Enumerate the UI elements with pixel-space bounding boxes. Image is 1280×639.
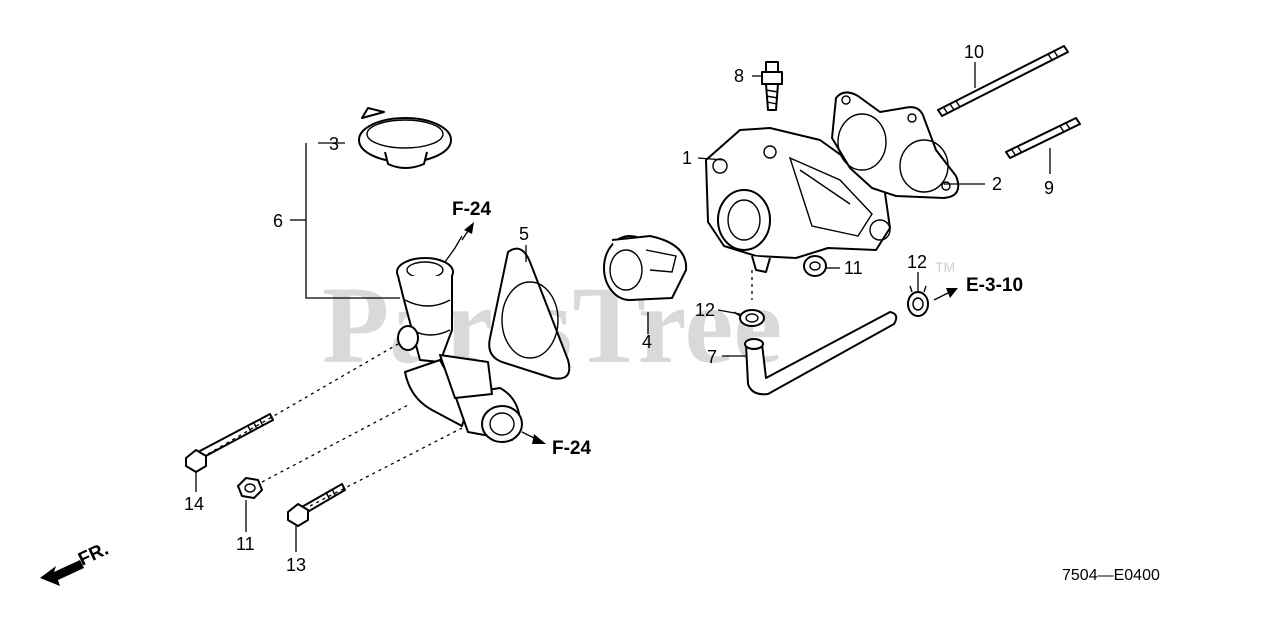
callout-4[interactable]: 4 [642,332,652,352]
callout-11-lower[interactable]: 11 [236,534,255,554]
callout-13[interactable]: 13 [286,555,306,575]
callout-11-upper[interactable]: 11 [844,258,863,278]
callout-12-right[interactable]: 12 [907,252,927,272]
ref-arrow-e310 [933,288,958,301]
ref-label-e310[interactable]: E-3-10 [966,275,1023,296]
part-13-bolt[interactable] [287,483,346,527]
ref-arrow-f24-bottom [521,431,546,444]
part-9-stud[interactable] [1005,117,1081,159]
watermark-trademark: TM [935,259,955,275]
ref-label-f24-top[interactable]: F-24 [452,199,492,220]
part-8-bleed-bolt[interactable] [761,61,783,111]
part-11-nut-upper[interactable] [803,255,827,277]
callout-7[interactable]: 7 [707,347,717,367]
callout-9[interactable]: 9 [1044,178,1054,198]
callout-6[interactable]: 6 [273,211,283,231]
ref-arrow-f24-top [461,222,474,241]
callout-3[interactable]: 3 [329,134,339,154]
part-14-bolt[interactable] [185,413,274,473]
diagram-code: 7504—E0400 [1062,567,1160,584]
front-arrow [40,560,84,586]
callout-8[interactable]: 8 [734,66,744,86]
part-6-filler-neck[interactable] [396,235,523,443]
callout-1[interactable]: 1 [682,148,692,168]
callout-12-left[interactable]: 12 [695,300,715,320]
callout-2[interactable]: 2 [992,174,1002,194]
ref-label-f24-bottom[interactable]: F-24 [552,438,592,459]
leader-lines [195,62,1051,552]
callout-5[interactable]: 5 [519,224,529,244]
callout-10[interactable]: 10 [964,42,984,62]
part-12-clamp-left[interactable] [733,309,765,327]
part-4-thermostat[interactable] [603,235,688,301]
part-11-nut-lower[interactable] [237,477,263,499]
part-10-stud[interactable] [937,45,1069,117]
part-5-gasket[interactable] [488,247,571,380]
callout-14[interactable]: 14 [184,494,204,514]
part-7-hose[interactable] [744,311,898,396]
part-3-cap[interactable] [358,107,452,169]
part-2-gasket[interactable] [831,91,960,199]
